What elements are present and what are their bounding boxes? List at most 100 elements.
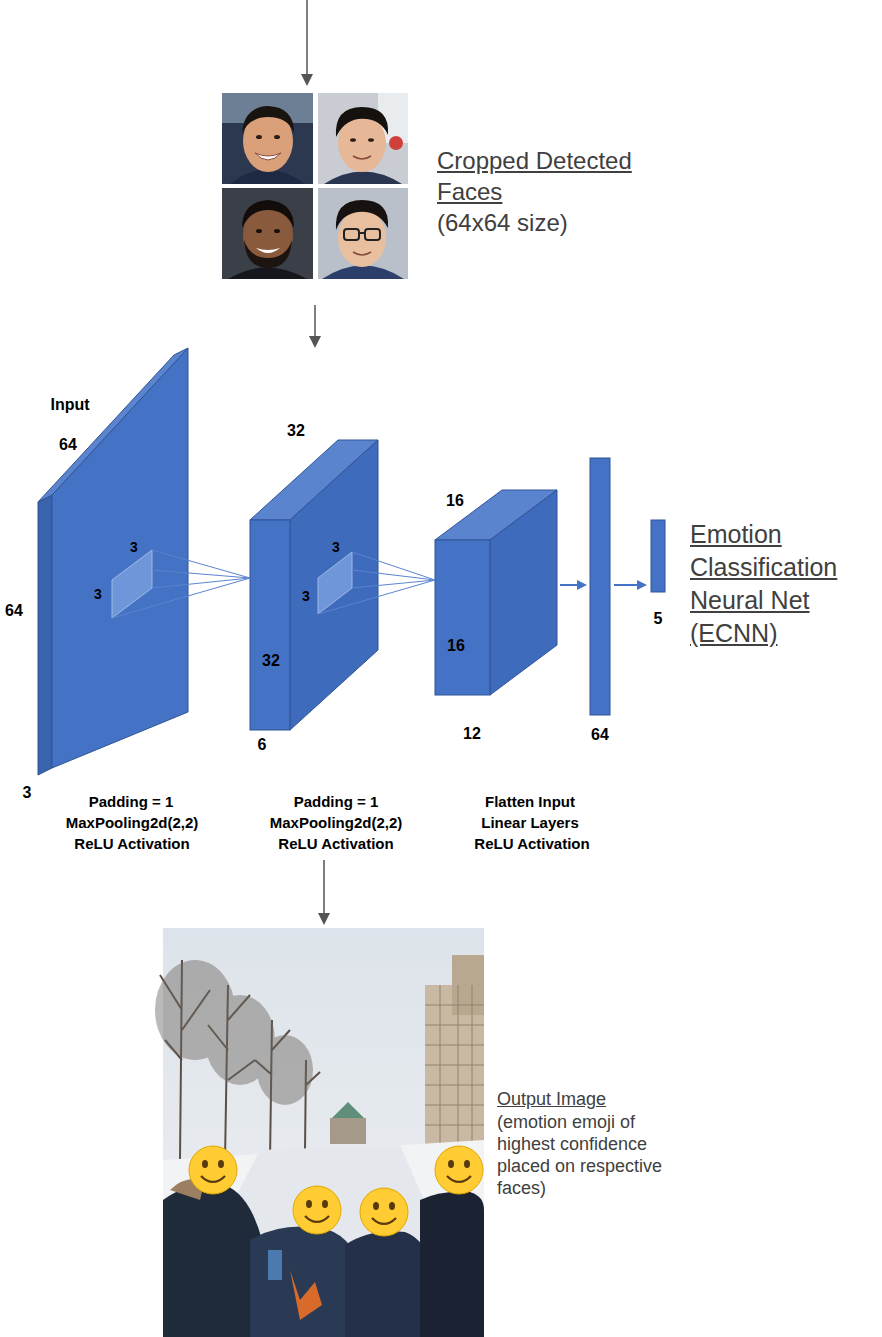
illustration-part	[268, 1250, 282, 1280]
illustration-part	[389, 1202, 395, 1210]
illustration-part	[318, 93, 408, 184]
dimension-label: 6	[258, 735, 267, 754]
illustration-part	[112, 578, 250, 618]
illustration-part	[163, 1184, 262, 1337]
illustration-part	[322, 1200, 328, 1208]
illustration-part	[222, 93, 313, 184]
label-holder: Padding = 1	[294, 793, 379, 811]
illustration-part	[330, 1118, 366, 1144]
label-holder: 12	[463, 724, 481, 743]
dimension-label: 64	[5, 601, 23, 620]
output-photo	[155, 928, 484, 1337]
layer-note: Linear Layers	[481, 814, 579, 832]
illustration-part	[256, 135, 262, 139]
label-holder: 3	[332, 539, 340, 556]
label-holder: 32	[287, 421, 305, 440]
emotion-emoji	[189, 1146, 483, 1236]
illustration-part	[372, 1218, 396, 1224]
illustration-part	[163, 1140, 484, 1337]
illustration-part	[360, 1188, 408, 1236]
illustration-part	[257, 1035, 313, 1105]
layer-note: MaxPooling2d(2,2)	[66, 814, 199, 832]
illustration-part	[420, 1192, 484, 1337]
illustration-part	[344, 229, 359, 240]
text-group: Output Image(emotion emoji of highest co…	[497, 1088, 687, 1199]
illustration-part	[290, 1270, 322, 1320]
illustration-part	[590, 458, 610, 715]
illustration-part	[189, 1146, 237, 1194]
kernel-lines	[112, 550, 435, 618]
input-arrow	[301, 0, 313, 86]
illustration-part	[222, 188, 313, 279]
illustration-part	[244, 240, 292, 268]
illustration-part	[359, 232, 365, 234]
image-heading: Output Image	[497, 1088, 687, 1111]
label-holder: Padding = 1	[89, 793, 174, 811]
illustration-part	[353, 252, 371, 255]
illustration-part	[350, 138, 356, 142]
label-holder: ReLU Activation	[278, 835, 393, 853]
dimension-label: 3	[94, 586, 102, 603]
label-holder: ReLU Activation	[74, 835, 189, 853]
image-node: Cropped Detected Faces(64x64 size)	[222, 93, 408, 279]
label-holder: 64	[5, 601, 23, 620]
flow-arrow	[309, 305, 321, 348]
dimension-label: 12	[463, 724, 481, 743]
illustration-part	[242, 200, 294, 228]
illustration-part	[250, 520, 290, 730]
illustration-part	[318, 93, 408, 184]
illustration-part	[332, 1102, 364, 1118]
layer-arrows	[560, 580, 647, 590]
illustration-part	[255, 153, 281, 160]
illustration-part	[242, 106, 294, 133]
illustration-part	[152, 578, 250, 588]
illustration-part	[637, 580, 647, 590]
layer-note: MaxPooling2d(2,2)	[270, 814, 403, 832]
illustration-part	[447, 1176, 471, 1182]
illustration-part	[577, 580, 587, 590]
illustration-part	[228, 268, 307, 280]
illustration-part	[274, 135, 280, 139]
image-note: (emotion emoji of highest confidence pla…	[497, 1111, 687, 1199]
layer-note: Flatten Input	[485, 793, 575, 811]
illustration-part	[490, 490, 557, 695]
illustration-part	[306, 0, 308, 76]
layer-note: Padding = 1	[294, 793, 379, 811]
illustration-part	[322, 266, 404, 280]
text-group: Cropped Detected Faces(64x64 size)	[437, 145, 667, 238]
flow-arrow	[318, 860, 330, 925]
label-holder: 6	[258, 735, 267, 754]
dimension-label: 16	[446, 491, 464, 510]
illustration-part	[425, 1065, 484, 1066]
label-holder: MaxPooling2d(2,2)	[270, 814, 403, 832]
illustration-part	[435, 540, 490, 695]
image-note: (64x64 size)	[437, 207, 667, 238]
dimension-label: 32	[287, 421, 305, 440]
label-holder: Linear Layers	[481, 814, 579, 832]
illustration-part	[452, 955, 484, 1015]
network-node: Emotion Classification Neural Net (ECNN)	[0, 350, 882, 850]
illustration-part	[163, 1145, 484, 1337]
image-heading: Cropped Detected Faces	[437, 145, 667, 207]
label-holder: 16	[446, 491, 464, 510]
illustration-part	[560, 584, 578, 586]
dimension-label: 16	[447, 636, 465, 655]
layer-note: Padding = 1	[89, 793, 174, 811]
illustration-part	[155, 960, 313, 1105]
label-holder: 64	[591, 725, 609, 744]
dimension-label: 64	[59, 435, 77, 454]
illustration-part	[318, 552, 352, 614]
illustration-part	[425, 1125, 484, 1126]
dimension-label: 32	[262, 651, 280, 670]
illustration-part	[373, 1202, 379, 1210]
illustration-part	[201, 1176, 225, 1182]
dimension-label: 3	[130, 539, 138, 556]
illustration-part	[425, 985, 484, 1165]
illustration-part	[425, 1045, 484, 1046]
arrow-line	[314, 305, 316, 338]
illustration-part	[290, 440, 378, 730]
illustration-part	[345, 1231, 432, 1337]
label-holder: Input	[50, 395, 89, 414]
label-holder: 5	[654, 609, 663, 628]
